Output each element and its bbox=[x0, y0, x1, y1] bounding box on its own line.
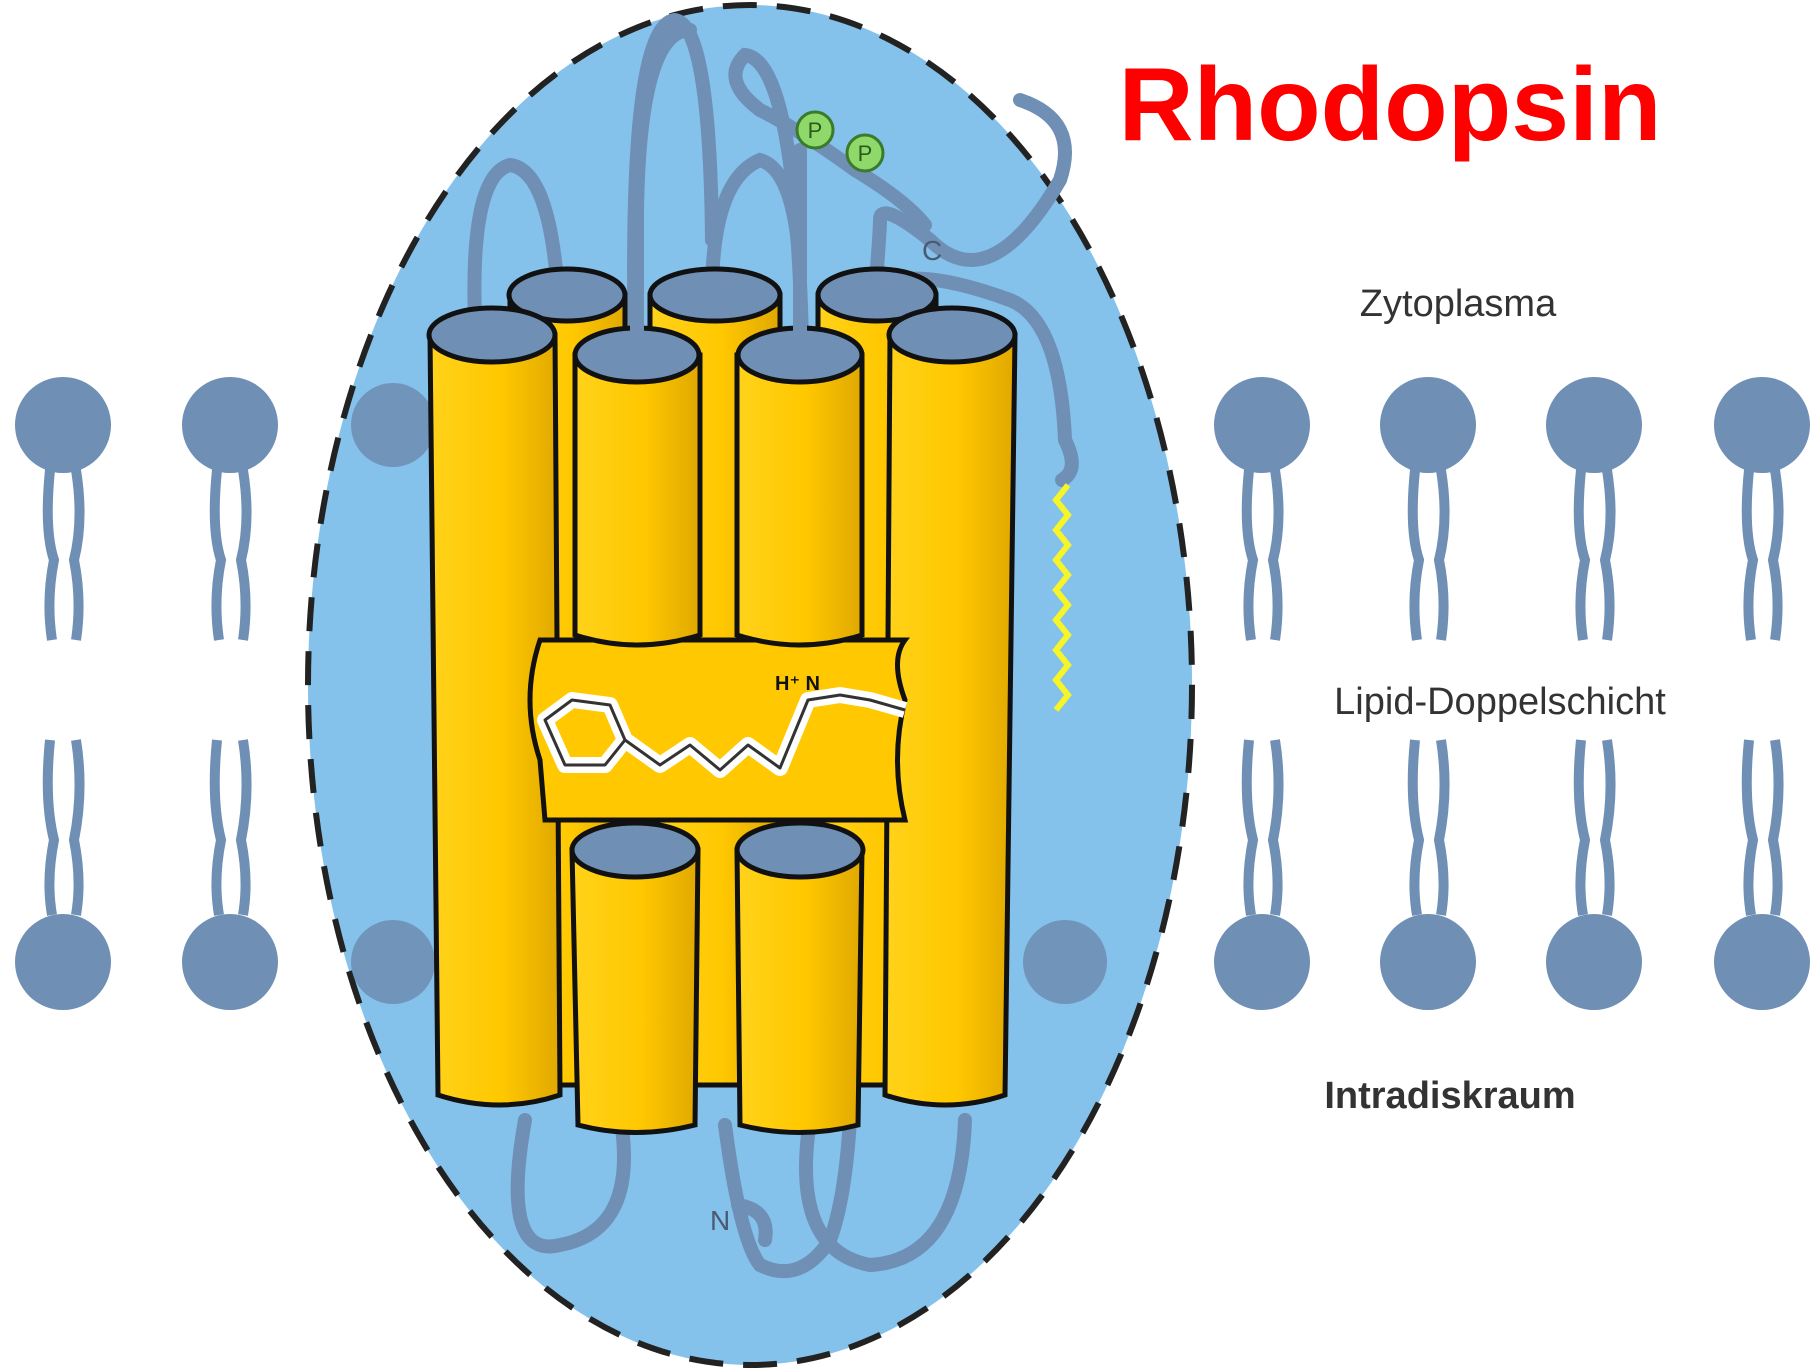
lipid-molecule bbox=[15, 377, 111, 640]
region-label-cytoplasm: Zytoplasma bbox=[1360, 283, 1557, 325]
lipid-molecule bbox=[1214, 740, 1310, 1010]
lipid-bilayer-left bbox=[15, 377, 278, 1010]
region-label-bilayer: Lipid-Doppelschicht bbox=[1334, 681, 1666, 723]
lipid-molecule bbox=[1714, 740, 1810, 1010]
lipid-molecule bbox=[15, 740, 111, 1010]
phosphate-group: P bbox=[797, 112, 833, 148]
helix-upper-2 bbox=[737, 328, 862, 645]
schiff-base-label: H⁺ N bbox=[775, 673, 820, 695]
helix-upper-1 bbox=[575, 328, 700, 645]
lipid-molecule bbox=[1214, 377, 1310, 640]
n-terminus-label: N bbox=[710, 1205, 730, 1236]
lipid-molecule bbox=[1380, 740, 1476, 1010]
c-terminus-label: C bbox=[922, 235, 942, 266]
lipid-molecule bbox=[1546, 377, 1642, 640]
lipid-molecule bbox=[182, 740, 278, 1010]
transmembrane-helices bbox=[429, 269, 1015, 1133]
phosphate-group: P bbox=[847, 135, 883, 171]
diagram-title: Rhodopsin bbox=[1118, 47, 1661, 163]
region-label-intradisc: Intradiskraum bbox=[1324, 1075, 1575, 1117]
lipid-molecule bbox=[1546, 740, 1642, 1010]
lipid-molecule bbox=[1380, 377, 1476, 640]
phosphate-label: P bbox=[858, 141, 873, 166]
lipid-molecule bbox=[182, 377, 278, 640]
retinal-pocket bbox=[530, 640, 905, 820]
phosphate-label: P bbox=[808, 118, 823, 143]
helix-lower-1 bbox=[572, 823, 698, 1133]
lipid-molecule bbox=[1714, 377, 1810, 640]
helix-lower-2 bbox=[737, 823, 863, 1133]
